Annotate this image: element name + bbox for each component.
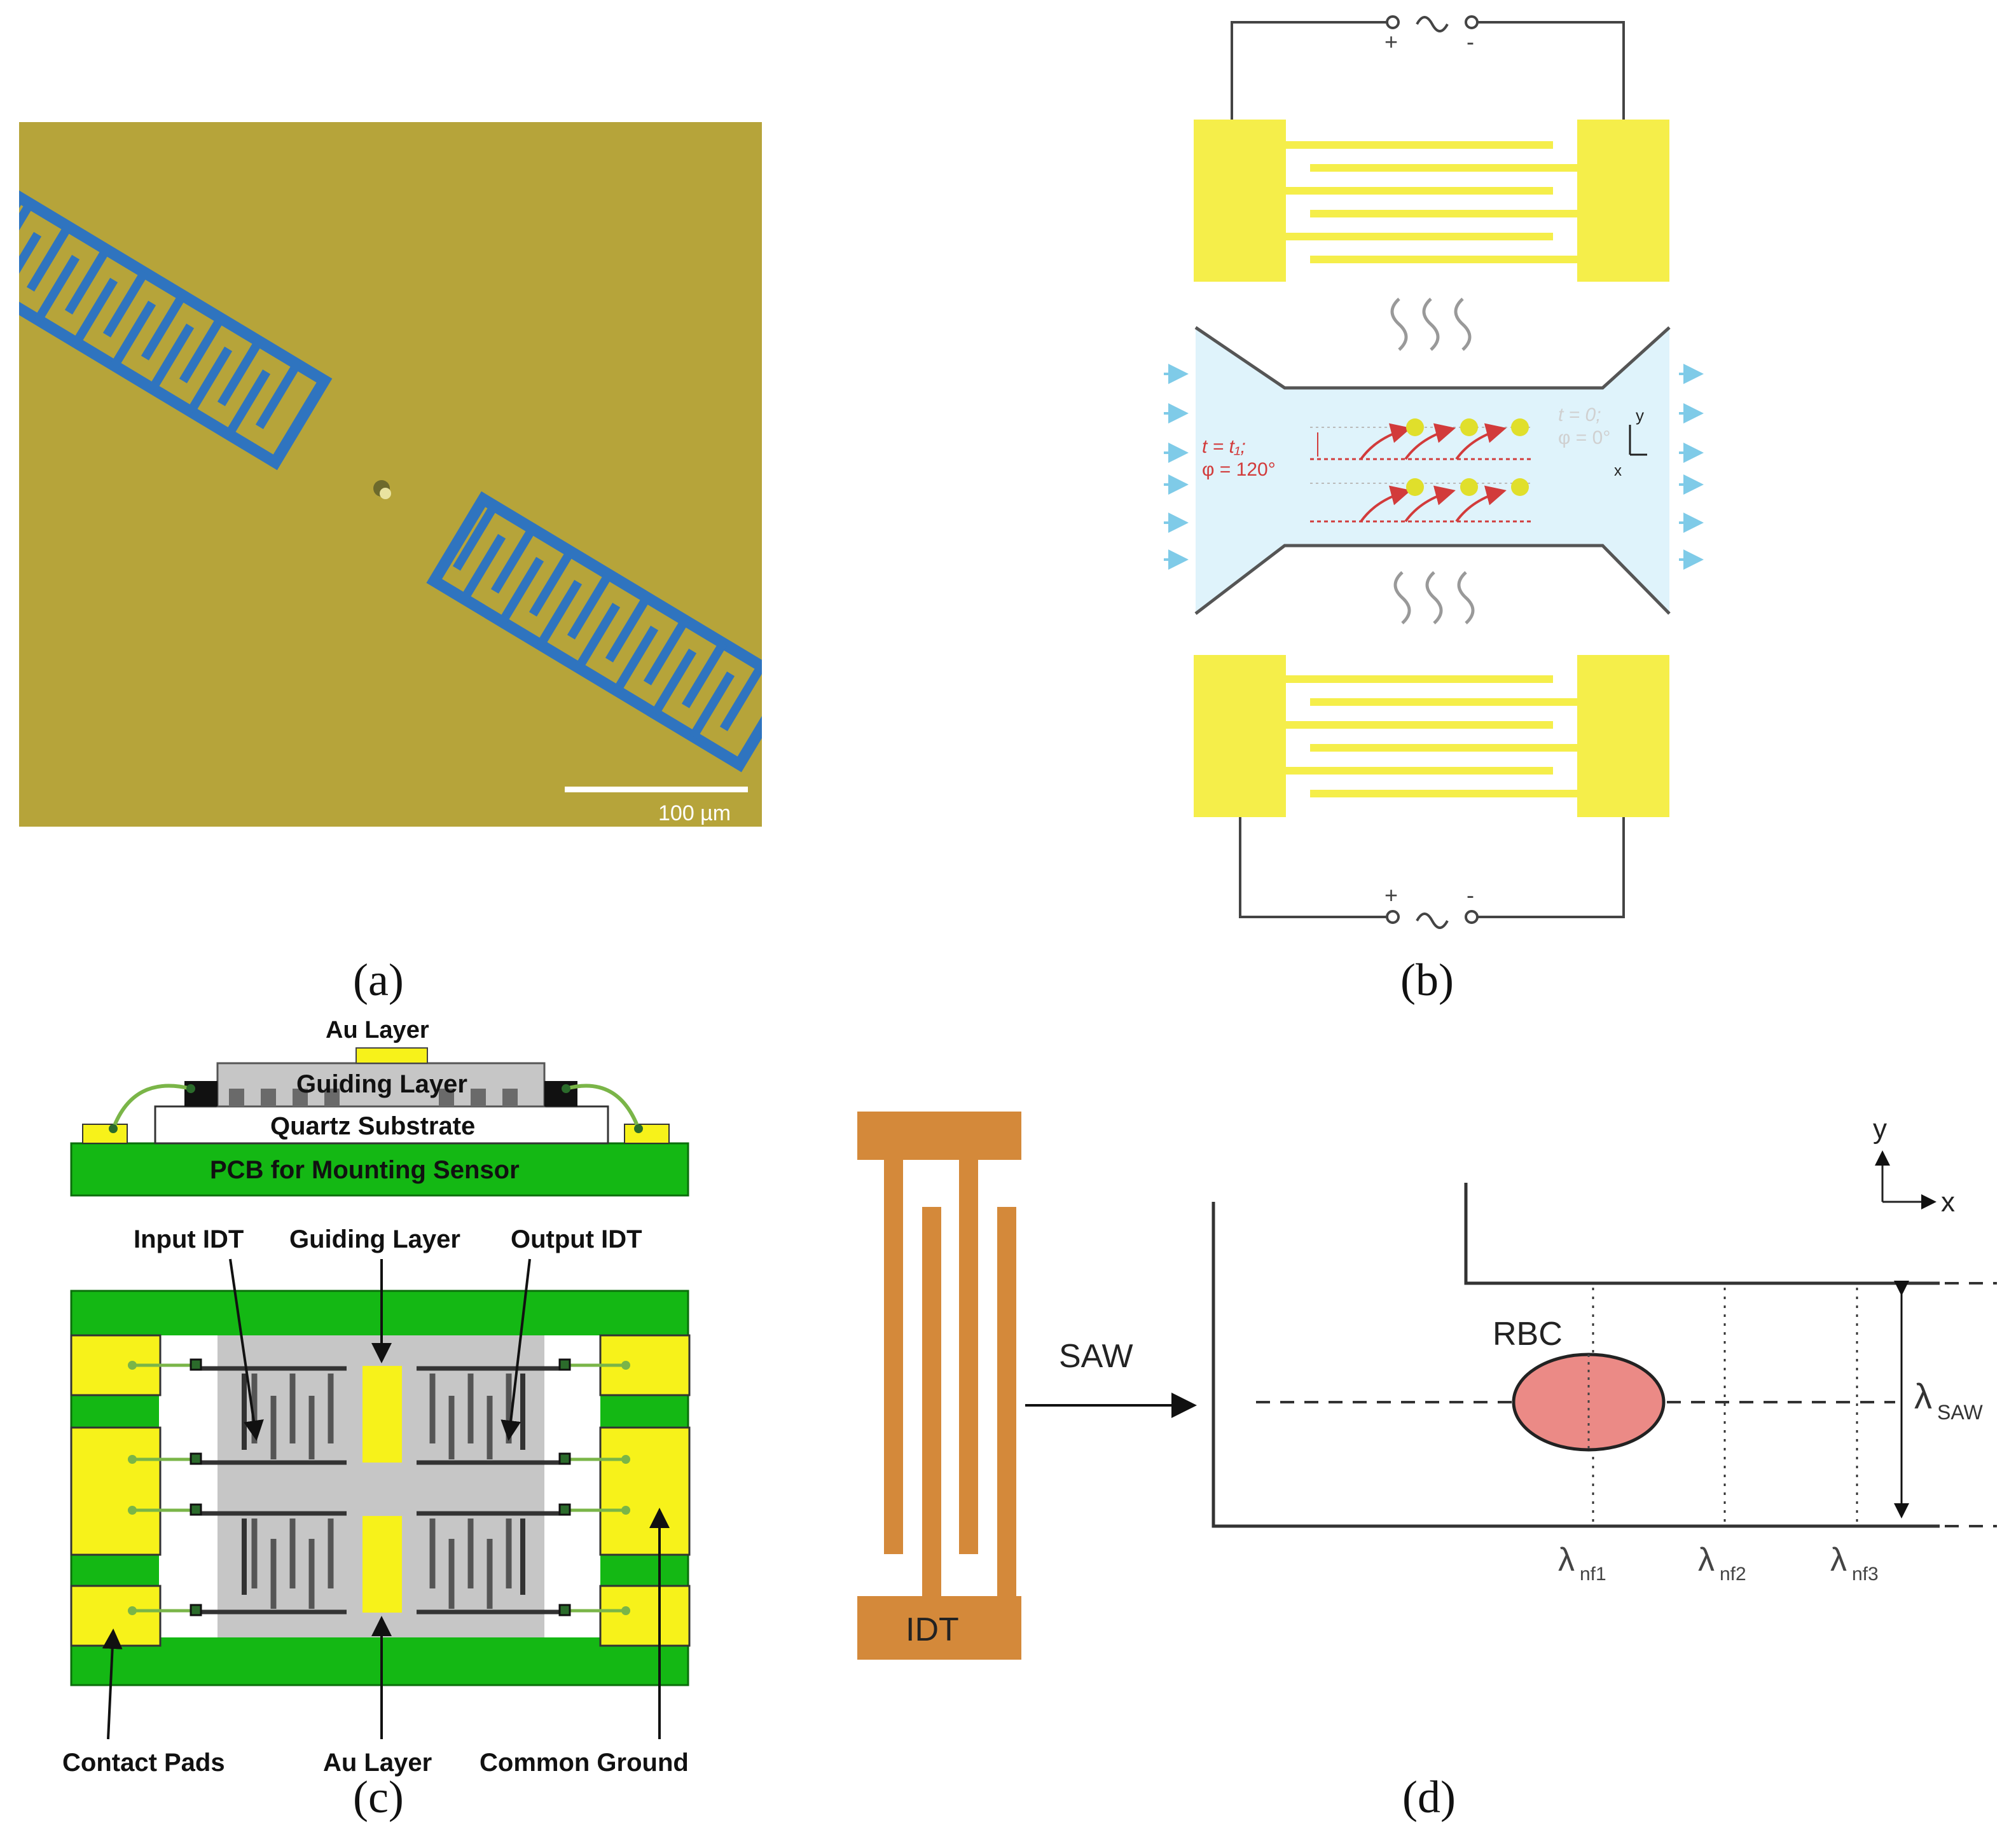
- sem-micrograph: [19, 122, 762, 827]
- contact-pad: [70, 1426, 162, 1556]
- label-output-idt: Output IDT: [511, 1225, 642, 1253]
- label-idt: IDT: [906, 1611, 959, 1648]
- particle-trajectories: [1310, 418, 1533, 523]
- leader-arrows-c: [102, 1258, 670, 1740]
- scale-bar: [565, 787, 748, 792]
- lambda-saw-symbol: λ: [1914, 1376, 1932, 1416]
- panel-c: Au Layer Guiding Layer Quartz Substrate …: [62, 1017, 691, 1822]
- label-rbc: RBC: [1493, 1316, 1563, 1353]
- circuit-bottom: [1239, 817, 1625, 929]
- lambda-nf1-symbol: λ: [1558, 1541, 1575, 1578]
- panel-a: 100 µm (a): [0, 0, 839, 1005]
- label-guiding-layer: Guiding Layer: [289, 1225, 460, 1253]
- label-saw: SAW: [1059, 1338, 1133, 1375]
- circuit-top: [1231, 15, 1625, 120]
- idt-top: [1194, 120, 1669, 282]
- source-top-minus: -: [1467, 29, 1474, 55]
- label-au-layer-bottom: Au Layer: [323, 1749, 432, 1777]
- annotation-left-2: φ = 120°: [1202, 459, 1276, 480]
- axis-indicator-d: [1875, 1150, 1937, 1209]
- lambda-nf3-symbol: λ: [1830, 1541, 1847, 1578]
- source-bottom-minus: -: [1467, 882, 1474, 908]
- au-layer-top-view: [362, 1366, 402, 1463]
- source-bottom-plus: +: [1384, 882, 1398, 908]
- idt-comb: [857, 1112, 1021, 1660]
- top-view: [70, 1290, 691, 1686]
- particle: [373, 480, 391, 499]
- acoustic-waves-bottom: [1393, 571, 1475, 624]
- axis-y-b: y: [1636, 406, 1644, 425]
- flow-arrows-right: [1679, 364, 1704, 570]
- microchannel: [1194, 326, 1671, 615]
- label-guiding-layer-top: Guiding Layer: [296, 1070, 467, 1098]
- contact-pad-right: [624, 1124, 670, 1144]
- cross-section: Au Layer Guiding Layer Quartz Substrate …: [70, 1017, 689, 1197]
- axis-indicator-b: [1629, 425, 1647, 456]
- axis-x-d: x: [1941, 1187, 1955, 1218]
- quartz-substrate: [154, 1105, 609, 1145]
- label-quartz-substrate: Quartz Substrate: [270, 1112, 475, 1140]
- annotation-right-2: φ = 0°: [1558, 427, 1610, 448]
- idt-bottom: [1194, 655, 1669, 817]
- bond-wires: [111, 1084, 640, 1130]
- label-au-layer-top: Au Layer: [326, 1017, 429, 1043]
- axis-x-b: x: [1614, 462, 1622, 479]
- lambda-saw-subscript: SAW: [1937, 1401, 1984, 1424]
- lambda-nf2-subscript: nf2: [1720, 1564, 1746, 1585]
- flow-arrows-left: [1164, 364, 1189, 570]
- channel-walls: [1212, 1183, 1940, 1528]
- label-input-idt: Input IDT: [134, 1225, 244, 1253]
- panel-b: + -: [1164, 15, 1704, 1005]
- annotation-right-1: t = 0;: [1558, 404, 1601, 425]
- caption-b: (b): [1400, 954, 1454, 1005]
- label-pcb: PCB for Mounting Sensor: [210, 1156, 520, 1184]
- pcb-board: [70, 1142, 689, 1197]
- scale-bar-label: 100 µm: [658, 801, 731, 825]
- idt-fingers: [251, 1374, 512, 1609]
- contact-pad: [70, 1585, 162, 1647]
- lambda-nf1-subscript: nf1: [1580, 1564, 1606, 1585]
- panel-d: IDT SAW RBC λ SAW λ nf1 λ: [857, 1112, 1997, 1822]
- source-top-plus: +: [1384, 29, 1398, 55]
- acoustic-waves-top: [1390, 298, 1472, 351]
- lambda-nf2-symbol: λ: [1698, 1541, 1715, 1578]
- au-layer-top-view: [362, 1516, 402, 1613]
- contact-pad: [599, 1426, 691, 1556]
- caption-c: (c): [353, 1772, 404, 1822]
- label-common-ground: Common Ground: [480, 1749, 689, 1777]
- caption-a: (a): [353, 954, 404, 1005]
- annotation-left-1: t = t₁;: [1202, 436, 1246, 457]
- contact-pad: [599, 1585, 691, 1647]
- au-layer: [356, 1047, 428, 1064]
- label-contact-pads: Contact Pads: [62, 1749, 225, 1777]
- contact-pad-left: [82, 1124, 128, 1144]
- lambda-nf3-subscript: nf3: [1852, 1564, 1879, 1585]
- caption-d: (d): [1402, 1772, 1456, 1822]
- axis-y-d: y: [1873, 1113, 1887, 1145]
